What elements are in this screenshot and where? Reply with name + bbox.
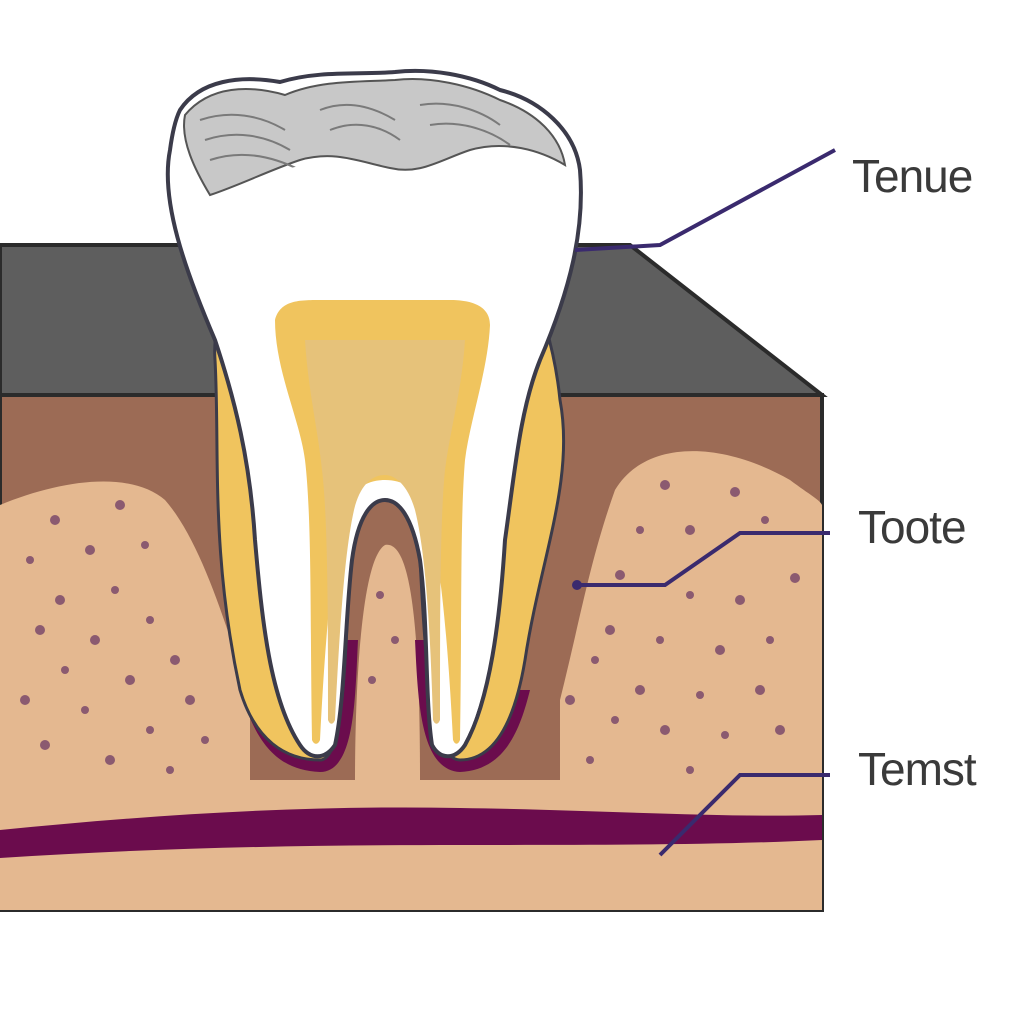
interradicular-bone	[355, 544, 420, 780]
leader-dot-middle	[572, 580, 582, 590]
cusp-ridges	[199, 102, 511, 171]
pulp-inner	[305, 340, 465, 724]
occlusal-surface	[183, 78, 567, 197]
leader-lines	[574, 148, 836, 857]
bone-dots	[20, 480, 800, 774]
label-middle: Toote	[858, 501, 966, 553]
label-crown: Tenue	[852, 150, 972, 202]
leader-line-middle	[575, 531, 830, 587]
tooth	[165, 68, 583, 772]
leader-line-crown	[574, 148, 836, 252]
nerve-band	[0, 807, 822, 858]
label-bottom: Temst	[858, 743, 977, 795]
leader-line-bottom	[658, 773, 830, 857]
jaw-block	[0, 243, 828, 912]
bone-region	[0, 451, 822, 910]
